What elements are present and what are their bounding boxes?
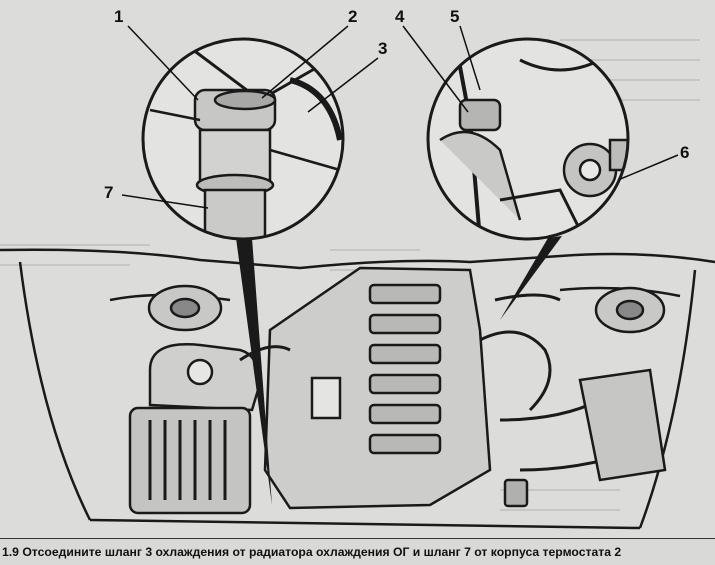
right-zoom-leader — [500, 236, 562, 320]
filter-cap — [503, 478, 529, 508]
callout-leaders — [121, 25, 679, 209]
callout-3: 3 — [378, 39, 387, 58]
callout-2: 2 — [348, 7, 357, 26]
left-strut-top — [147, 284, 223, 332]
right-strut-top — [594, 286, 666, 334]
engine-bay-illustration: 1 2 3 4 5 6 7 — [0, 7, 715, 530]
callout-7: 7 — [104, 183, 113, 202]
battery-box — [128, 406, 252, 515]
left-detail-inset — [141, 37, 345, 241]
right-detail-inset — [426, 37, 630, 241]
fuse-box — [578, 368, 667, 482]
callout-1: 1 — [114, 7, 123, 26]
callout-4: 4 — [395, 7, 405, 26]
engine-cover — [263, 266, 492, 510]
callout-labels: 1 2 3 4 5 6 7 — [104, 7, 689, 202]
callout-5: 5 — [450, 7, 459, 26]
expansion-tank — [148, 343, 260, 412]
left-zoom-leader — [236, 238, 272, 505]
callout-6: 6 — [680, 143, 689, 162]
figure-caption: 1.9 Отсоедините шланг 3 охлаждения от ра… — [0, 538, 715, 565]
